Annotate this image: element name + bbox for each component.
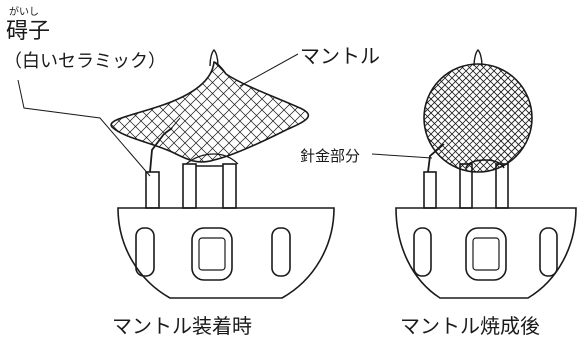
wire-part-label: 針金部分 xyxy=(300,147,361,165)
leader-lines xyxy=(17,53,433,177)
right-base-window xyxy=(465,227,507,281)
right-base-slot-right xyxy=(539,227,558,277)
left-base xyxy=(117,207,335,299)
wire-leader xyxy=(371,153,433,159)
caption-mantle-fired: マントル焼成後 xyxy=(400,314,540,338)
insulator-sub-label: （白いセラミック） xyxy=(4,51,166,72)
left-mantle-top xyxy=(209,49,219,67)
left-wire xyxy=(149,127,173,173)
left-post-3 xyxy=(222,163,237,209)
left-assembly xyxy=(110,49,335,299)
left-post-2 xyxy=(182,163,197,209)
mantle-label: マントル xyxy=(300,44,380,68)
left-base-window xyxy=(191,227,233,281)
insulator-label: 碍子 xyxy=(6,19,51,44)
right-mantle-top xyxy=(473,49,483,67)
left-base-slot-left xyxy=(135,227,155,277)
right-base xyxy=(395,207,577,299)
right-post-2 xyxy=(459,163,473,209)
left-base-slot-right xyxy=(271,227,291,277)
left-mantle-outline xyxy=(110,61,310,163)
right-base-slot-left xyxy=(413,227,432,277)
insulator-ruby: がいし xyxy=(9,7,39,18)
right-post-1 xyxy=(423,171,437,209)
caption-mantle-attached: マントル装着時 xyxy=(112,314,252,338)
right-post-3 xyxy=(495,163,509,209)
left-post-1 xyxy=(145,171,160,209)
right-wire xyxy=(427,143,445,173)
insulator-leader xyxy=(17,79,151,177)
mantle-leader xyxy=(239,53,299,87)
right-mantle-outline xyxy=(423,63,533,173)
